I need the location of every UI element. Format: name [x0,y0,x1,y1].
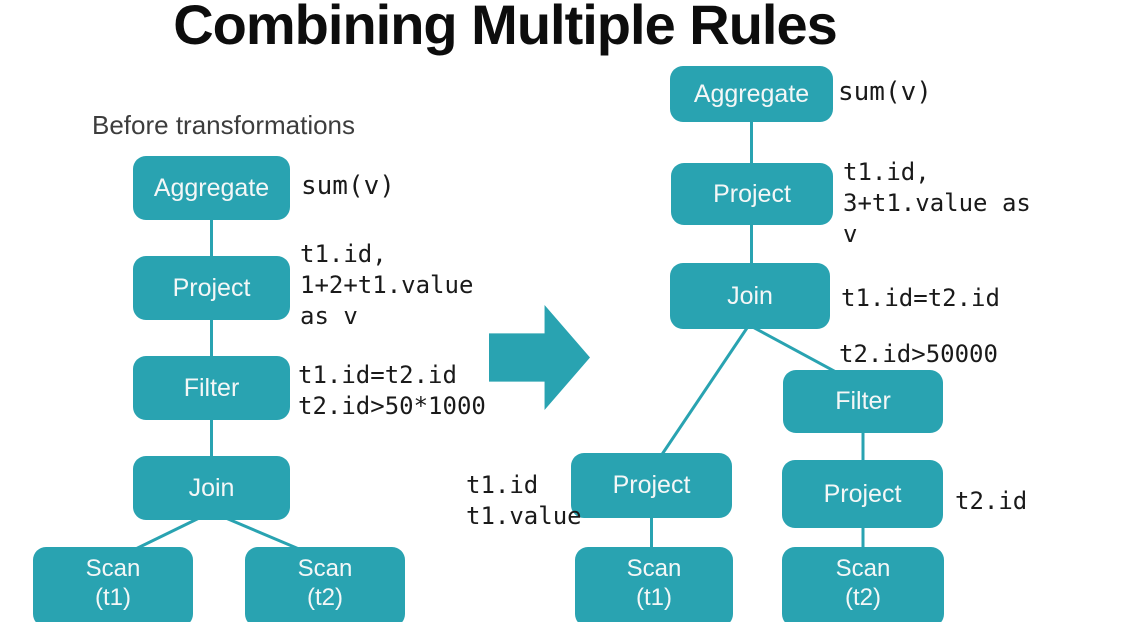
slide-title: Combining Multiple Rules [173,0,838,56]
before-transformations-caption: Before transformations [92,110,356,140]
node-scan-t2-before: Scan (t2) [245,547,405,622]
annotation-project-before: t1.id, 1+2+t1.value as v [300,240,474,330]
annotation-project-top-after: t1.id, 3+t1.value as v [843,158,1031,248]
node-project-before: Project [133,256,290,320]
node-filter-before: Filter [133,356,290,420]
node-scan-t1-after: Scan (t1) [575,547,733,622]
node-aggregate-after: Aggregate [670,66,833,122]
annotation-filter-branch-after: t2.id>50000 [839,340,998,368]
annotation-filter-before: t1.id=t2.id t2.id>50*1000 [298,361,486,420]
annotation-project-right-after: t2.id [955,487,1028,515]
node-join-before: Join [133,456,290,520]
node-filter-after: Filter [783,370,943,433]
annotation-aggregate-before: sum(v) [301,171,395,201]
annotation-aggregate-after: sum(v) [838,77,932,107]
node-project-left-after: Project [571,453,732,518]
node-scan-t1-before: Scan (t1) [33,547,193,622]
node-join-after: Join [670,263,830,329]
node-project-right-after: Project [782,460,943,528]
annotation-join-after: t1.id=t2.id [841,284,1000,312]
node-scan-t2-after: Scan (t2) [782,547,944,622]
node-aggregate-before: Aggregate [133,156,290,220]
node-project-top-after: Project [671,163,833,225]
annotation-project-left-after: t1.id t1.value [466,471,582,530]
